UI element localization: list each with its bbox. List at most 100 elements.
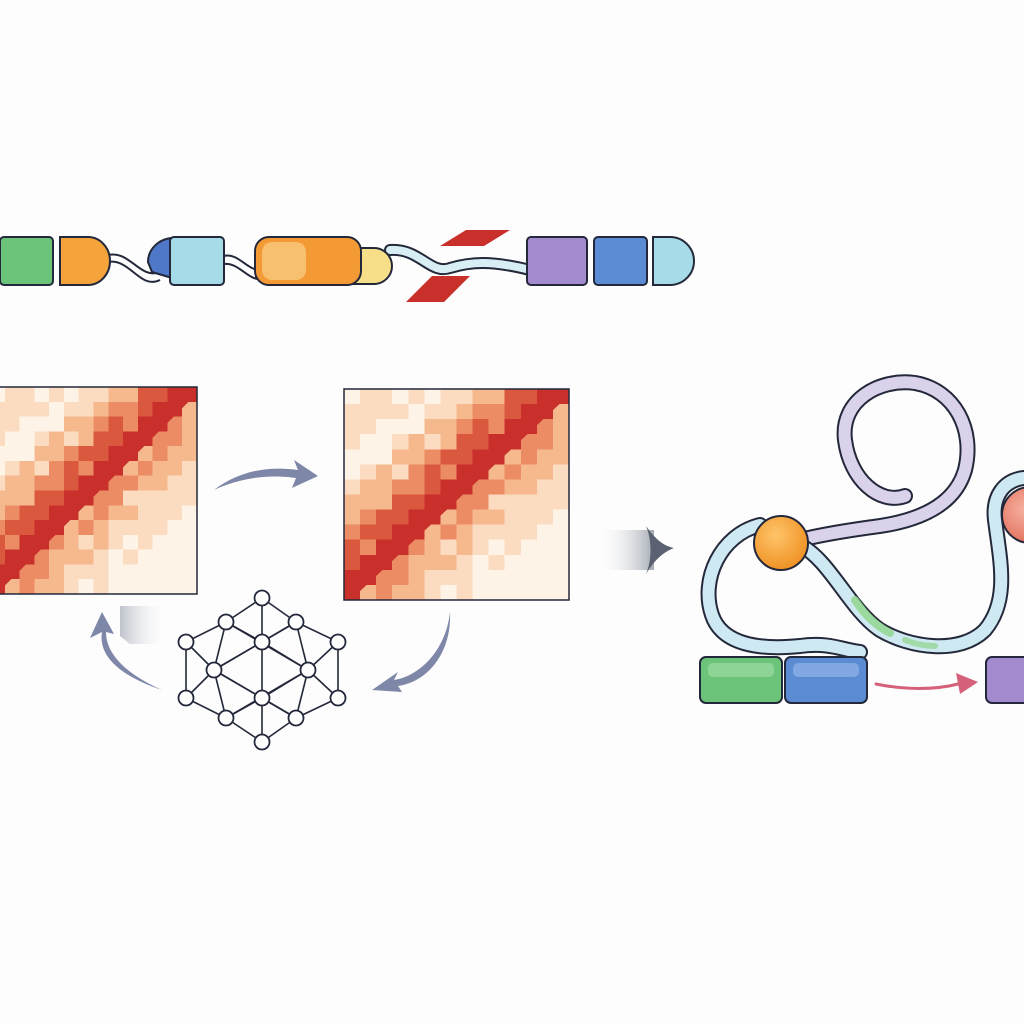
heatmap-cell	[392, 509, 409, 526]
heatmap-cell	[167, 446, 183, 462]
heatmap-cell	[408, 554, 425, 571]
heatmap-cell	[536, 569, 554, 586]
heatmap-cell	[472, 584, 490, 600]
heatmap-cell	[123, 475, 139, 492]
network-edge	[213, 641, 263, 671]
heatmap-cell	[376, 539, 393, 556]
heatmap-cell	[19, 401, 35, 418]
heatmap-cell	[78, 431, 95, 447]
heatmap-cell	[392, 524, 409, 541]
heatmap-cell	[63, 416, 80, 432]
orange-bead	[753, 515, 809, 571]
heatmap-cell	[392, 464, 409, 481]
faded-back-arrow	[120, 606, 168, 644]
heatmap-cell	[4, 534, 21, 551]
heatmap-cell	[360, 419, 377, 435]
heatmap-cell	[34, 401, 50, 418]
folded-structure	[699, 374, 1024, 704]
heatmap-cell	[63, 549, 80, 566]
heatmap-cell	[167, 490, 183, 506]
heatmap-cell	[408, 419, 425, 435]
heatmap-cell	[152, 520, 169, 536]
heatmap-cell	[520, 539, 538, 556]
heatmap-cell	[4, 490, 21, 506]
heatmap-cell	[408, 449, 425, 465]
heatmap-cell	[0, 520, 6, 536]
heatmap-cell	[34, 579, 50, 594]
heatmap-cell	[152, 475, 169, 492]
heatmap-cell	[152, 564, 169, 580]
heatmap-cell	[152, 460, 169, 477]
contact-map-1	[0, 386, 198, 595]
heatmap-cell	[93, 401, 109, 418]
heatmap-cell	[93, 549, 109, 566]
heatmap-cell	[4, 416, 21, 432]
heatmap-cell	[167, 505, 183, 521]
heatmap-cell	[408, 389, 425, 405]
heatmap-cell	[123, 520, 139, 536]
heatmap-cell	[93, 446, 109, 462]
heatmap-cell	[536, 449, 554, 465]
heatmap-cell	[0, 460, 6, 477]
heatmap-cell	[344, 464, 361, 481]
heatmap-cell	[137, 416, 154, 432]
heatmap-cell	[488, 434, 506, 450]
heatmap-cell	[152, 579, 169, 594]
heatmap-cell	[0, 387, 6, 403]
heatmap-cell	[376, 584, 393, 600]
heatmap-cell	[552, 509, 569, 526]
heatmap-cell	[504, 569, 522, 586]
heatmap-cell	[488, 389, 506, 405]
heatmap-cell	[34, 431, 50, 447]
break-mark	[440, 230, 510, 246]
heatmap-cell	[504, 509, 522, 526]
heatmap-cell	[344, 389, 361, 405]
heatmap-cell	[63, 520, 80, 536]
heatmap-cell	[137, 446, 154, 462]
heatmap-cell	[472, 569, 490, 586]
heatmap-cell	[488, 524, 506, 541]
heatmap-cell	[49, 446, 65, 462]
heatmap-cell	[34, 505, 50, 521]
heatmap-cell	[152, 549, 169, 566]
heatmap-cell	[488, 419, 506, 435]
heatmap-cell	[137, 549, 154, 566]
heatmap-cell	[504, 554, 522, 571]
heatmap-cell	[552, 464, 569, 481]
heatmap-cell	[63, 534, 80, 551]
folded-block-purple	[985, 656, 1024, 704]
cycle-arrows	[90, 460, 451, 692]
heatmap-cell	[167, 460, 183, 477]
heatmap-cell	[488, 539, 506, 556]
heatmap-cell	[456, 584, 474, 600]
heatmap-cell	[456, 464, 474, 481]
heatmap-cell	[108, 387, 124, 403]
heatmap-cell	[34, 564, 50, 580]
heatmap-cell	[123, 401, 139, 418]
arrow-network-to-map1	[90, 612, 162, 690]
heatmap-cell	[488, 569, 506, 586]
heatmap-cell	[49, 401, 65, 418]
heatmap-cell	[182, 416, 197, 432]
heatmap-cell	[360, 539, 377, 556]
heatmap-cell	[408, 584, 425, 600]
heatmap-cell	[63, 401, 80, 418]
heatmap-cell	[552, 524, 569, 541]
heatmap-cell	[63, 387, 80, 403]
linker-tube-fill	[386, 245, 534, 274]
heatmap-cell	[108, 401, 124, 418]
heatmap-cell	[360, 554, 377, 571]
heatmap-cell	[424, 584, 442, 600]
heatmap-cell	[520, 434, 538, 450]
heatmap-cell	[63, 579, 80, 594]
heatmap-cell	[456, 554, 474, 571]
heatmap-cell	[93, 431, 109, 447]
neural-network	[177, 589, 347, 751]
heatmap-cell	[344, 419, 361, 435]
heatmap-cell	[78, 387, 95, 403]
heatmap-cell	[93, 416, 109, 432]
heatmap-cell	[4, 401, 21, 418]
heatmap-cell	[360, 524, 377, 541]
heatmap-cell	[137, 520, 154, 536]
heatmap-cell	[392, 569, 409, 586]
